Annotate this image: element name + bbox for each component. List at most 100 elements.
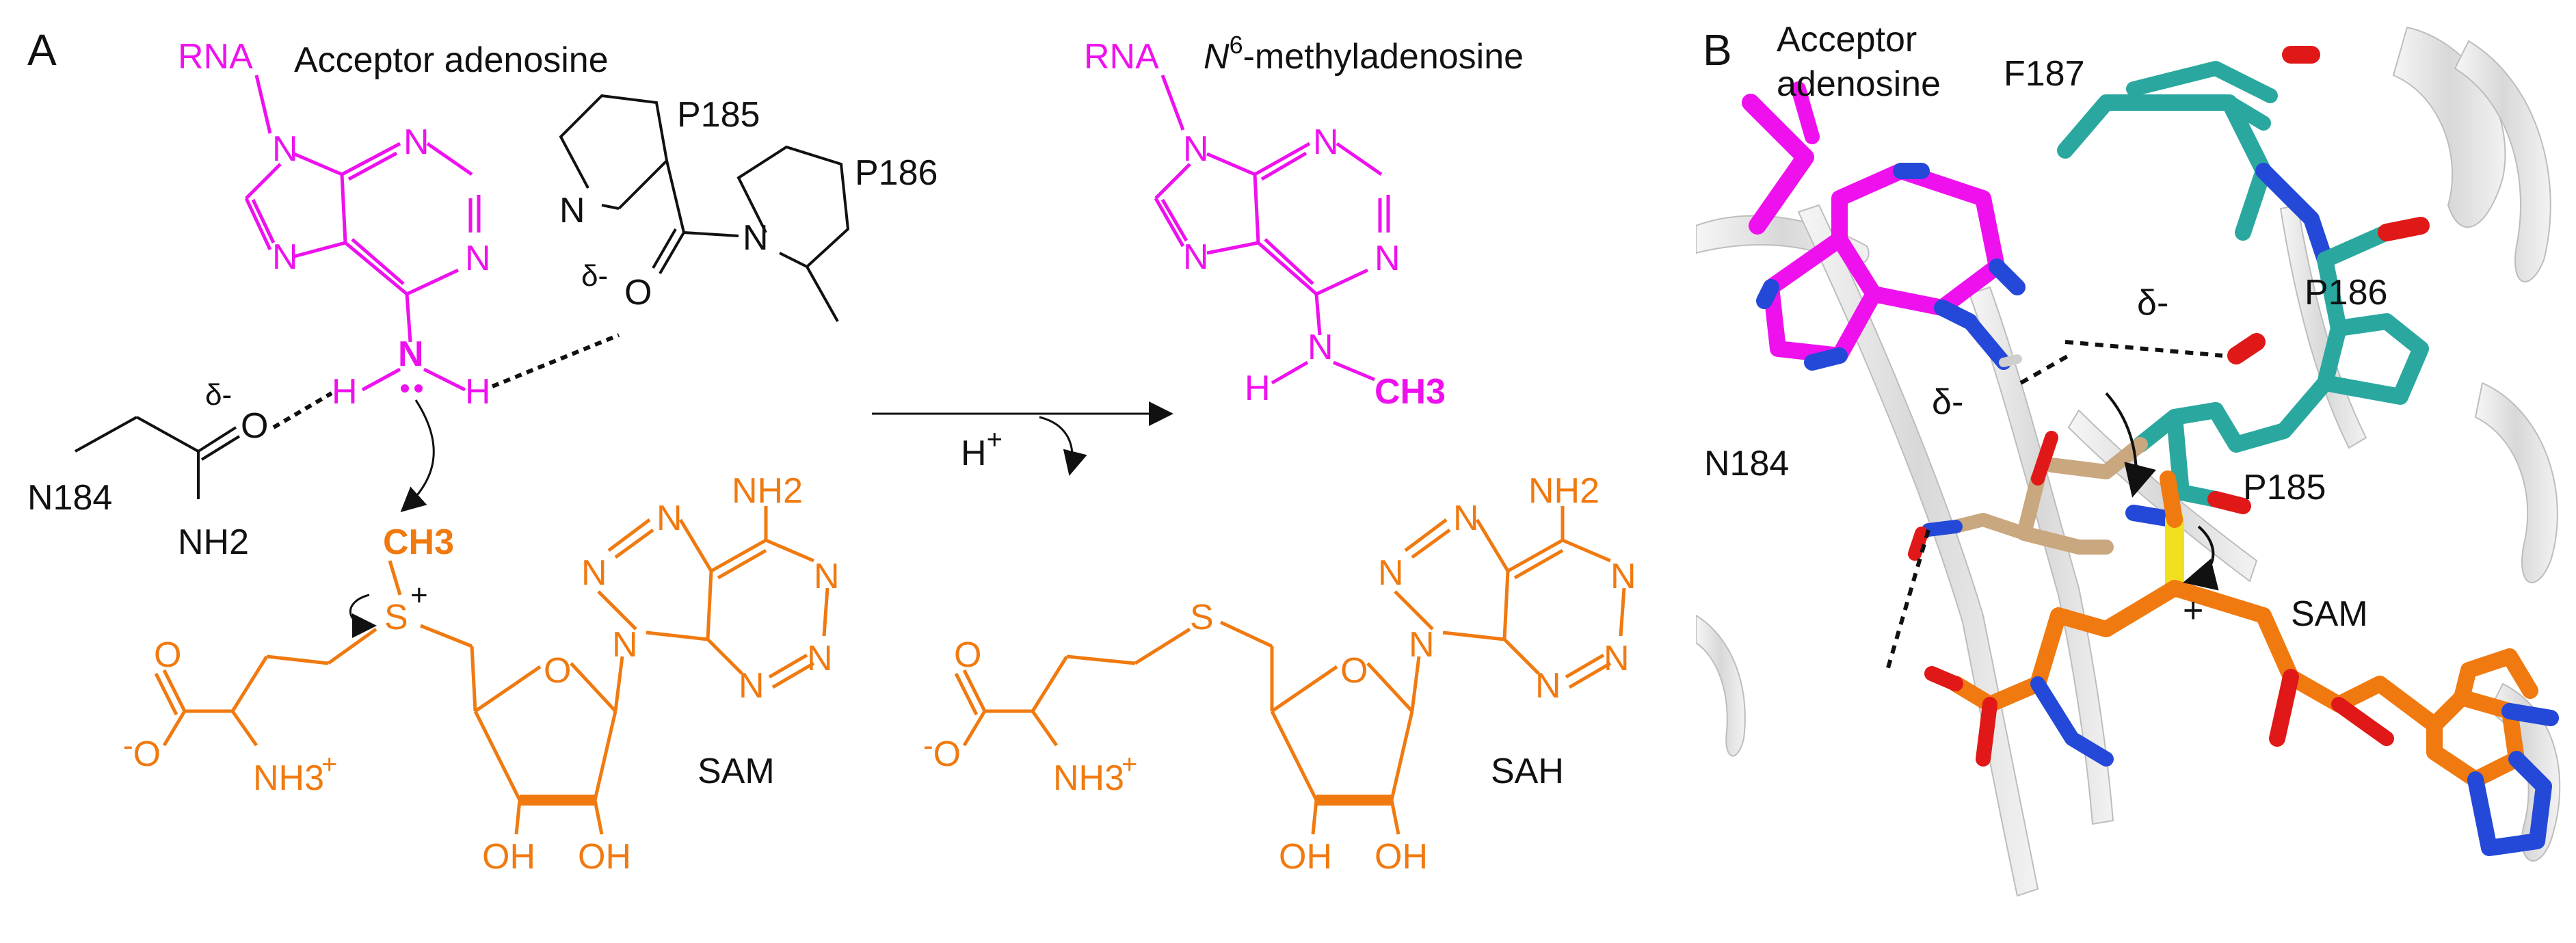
sah-nh2: NH2: [1528, 471, 1599, 511]
sam-carboxylate-o: O: [133, 734, 161, 774]
n184-label: N184: [27, 478, 112, 518]
sam-nh3-text: NH3: [253, 758, 324, 798]
n6-h-right: H: [465, 372, 491, 412]
panel-b-structure-view: B Acceptor adenosine F187 P186 δ- δ- N18…: [1695, 0, 2576, 940]
sam-ribose-o: O: [544, 651, 571, 691]
sah-oh-left: OH: [1279, 837, 1332, 877]
sam-nh3-plus: +: [321, 749, 337, 780]
sam-n3: N: [807, 639, 833, 678]
sah-n3: N: [1604, 639, 1630, 678]
sam-label: SAM: [698, 752, 775, 791]
sam-nh2-text: NH2: [732, 471, 803, 511]
panel-a-letter: A: [27, 25, 57, 75]
sam-n1: N: [814, 557, 840, 596]
product-bonds: [1154, 75, 1390, 385]
sam-carboxyl-o: O: [154, 635, 181, 675]
n3-label: N: [465, 239, 491, 278]
sam-nh2: NH2: [732, 471, 803, 511]
structure-svg: B Acceptor adenosine F187 P186 δ- δ- N18…: [1695, 20, 2561, 897]
n1-label: N: [403, 122, 429, 162]
proton-label-plus: +: [987, 425, 1002, 455]
n6-h-left: H: [332, 372, 358, 412]
sah-nh3-plus: +: [1121, 749, 1137, 780]
acceptor-adenosine-atoms: RNA N N N N N H H: [178, 37, 491, 412]
acceptor-adenosine-bonds: [244, 75, 481, 392]
p186-n-label: N: [743, 218, 769, 258]
n184-atoms: O δ- N184 NH2: [27, 378, 268, 562]
sam-sulfur: S: [384, 598, 408, 637]
hbond-n184: [272, 391, 333, 429]
product-n1: N: [1313, 122, 1339, 162]
product-n3: N: [1375, 239, 1400, 278]
n9-label: N: [272, 129, 298, 169]
sam-n9: N: [612, 625, 638, 665]
product-n7: N: [1183, 237, 1209, 277]
sah-n7: N: [1378, 553, 1404, 593]
sam-n-top: N: [656, 499, 682, 538]
n7-label: N: [272, 237, 298, 277]
protein-residues-stick-model: [1908, 46, 2430, 561]
sam-n-bottom: N: [739, 666, 765, 706]
product-n9: N: [1183, 129, 1209, 169]
proton-label: H+: [961, 425, 1002, 473]
sam-carboxylate: -O: [123, 729, 161, 774]
sam-atoms: CH3 S + O -O NH3+ O OH OH NH2 N N N N N …: [123, 471, 840, 877]
product-n6-h: H: [1245, 369, 1271, 408]
product-n6: N: [1307, 328, 1333, 367]
product-title-n: N: [1204, 37, 1230, 77]
proline-bonds: [559, 94, 850, 322]
acceptor-label-line1: Acceptor: [1777, 20, 1917, 59]
n184-nh2: NH2: [178, 522, 249, 562]
sam-oh-right: OH: [578, 837, 631, 877]
n184-carbonyl-o: O: [241, 406, 268, 446]
sah-sulfur: S: [1190, 598, 1214, 637]
sah-oh-right: OH: [1375, 837, 1428, 877]
proline-atoms: N N O δ- P185 P186: [559, 95, 938, 313]
product-title-rest: -methyladenosine: [1243, 37, 1524, 77]
n6-label: N: [398, 334, 424, 374]
sah-carboxylate-minus: -: [923, 729, 933, 762]
sam-bonds: [154, 506, 829, 835]
sah-n9: N: [1409, 625, 1435, 665]
delta-minus-lower: δ-: [1932, 382, 1963, 422]
methyl-transfer-arrow: [349, 594, 377, 638]
structure-attack-arrow: [2105, 392, 2156, 498]
structure-labels: B Acceptor adenosine F187 P186 δ- δ- N18…: [1703, 20, 2387, 634]
sam-carboxylate-minus: -: [123, 729, 133, 762]
product-ch3: CH3: [1375, 372, 1446, 412]
sah-atoms: S O -O NH3+ O OH OH NH2 N N N N N N: [923, 471, 1636, 877]
acceptor-adenosine-title: Acceptor adenosine: [294, 40, 609, 80]
sah-label: SAH: [1491, 752, 1564, 791]
sah-carboxyl-o: O: [954, 635, 981, 675]
hbond-p185: [491, 333, 620, 388]
sam-stick-model: [1924, 470, 2559, 856]
n184-delta-minus: δ-: [205, 378, 232, 412]
rna-label: RNA: [178, 37, 253, 77]
sah-n-top: N: [1453, 499, 1479, 538]
p186-label: P186: [2305, 273, 2387, 313]
p185-label: P185: [2243, 468, 2326, 507]
n184-bonds: [75, 416, 241, 499]
product-ch3-text: CH3: [1375, 372, 1446, 412]
p186-label: P186: [855, 153, 938, 193]
p185-delta-minus: δ-: [581, 259, 608, 293]
product-atoms: RNA N N N N N H CH3: [1084, 37, 1446, 412]
p185-label: P185: [677, 95, 760, 135]
sah-nh3: NH3+: [1053, 749, 1137, 798]
sah-nh3-text: NH3: [1053, 758, 1124, 798]
sah-ribose-o: O: [1340, 651, 1368, 691]
acceptor-label-line2: adenosine: [1777, 64, 1941, 104]
sam-sulfonium-plus: +: [410, 579, 428, 612]
product-rna-label: RNA: [1084, 37, 1159, 77]
lone-pair-dot: [414, 384, 423, 393]
protein-ribbons: [1695, 26, 2561, 897]
reaction-scheme-svg: A RNA N N N N N H H Accept: [27, 25, 1636, 877]
sah-bonds: [954, 506, 1626, 835]
product-title: N6-methyladenosine: [1204, 31, 1524, 77]
sam-n7: N: [581, 553, 607, 593]
proton-label-h: H: [961, 434, 987, 473]
sah-carboxylate-o: O: [933, 734, 961, 774]
sulfonium-plus: +: [2183, 591, 2203, 630]
f187-label: F187: [2004, 54, 2085, 94]
p185-n-label: N: [559, 191, 585, 230]
